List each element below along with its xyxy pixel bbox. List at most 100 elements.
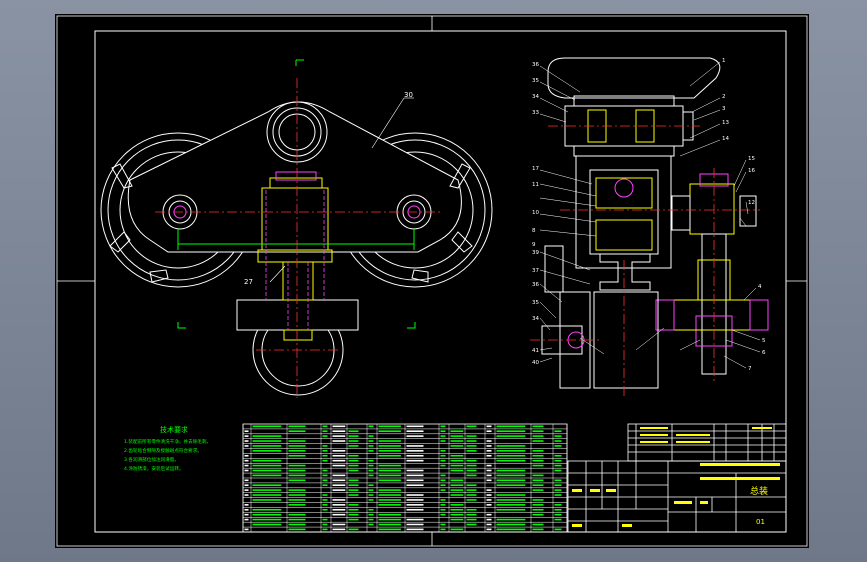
bom-cell-text [332, 435, 346, 437]
bom-cell-text [486, 454, 492, 457]
bom-cell-text [244, 479, 249, 482]
bom-cell-text [252, 494, 282, 496]
bom-cell-text [496, 450, 526, 452]
bom-cell-text [378, 450, 401, 452]
bom-cell-text [554, 489, 562, 491]
technical-notes: 技术要求 1.装配前所有零件清洗干净，并去除毛刺。 2.齿轮啮合侧隙及接触斑点符… [124, 425, 211, 472]
bom-cell-text [252, 435, 282, 437]
bom-cell-text [322, 504, 328, 506]
bom-cell-text [496, 425, 526, 428]
note-line: 4.涂防锈漆，安装后试运转。 [124, 465, 184, 472]
bom-cell-text [554, 454, 562, 457]
svg-text:2: 2 [722, 94, 726, 100]
bom-cell-text [554, 435, 562, 437]
bom-cell-text [466, 425, 477, 428]
bom-cell-text [288, 513, 306, 516]
bom-cell-text [406, 479, 424, 482]
svg-text:11: 11 [532, 182, 539, 188]
bom-cell-text [440, 464, 446, 467]
bom-cell-text [406, 430, 424, 433]
bom-cell-text [332, 459, 346, 462]
svg-text:34: 34 [532, 94, 539, 100]
bom-cell-text [532, 508, 544, 511]
bom-cell-text [450, 479, 464, 482]
bom-cell-text [252, 474, 282, 477]
bom-cell-text [406, 494, 424, 496]
bom-cell-text [368, 459, 374, 462]
bom-cell-text [378, 479, 401, 482]
bom-cell-text [450, 464, 464, 467]
bom-cell-text [450, 484, 464, 487]
bom-cell-text [532, 499, 544, 501]
bom-cell-text [288, 440, 306, 442]
bom-cell-text [368, 499, 374, 501]
bom-cell-text [450, 508, 464, 511]
svg-text:36: 36 [532, 62, 539, 68]
note-line: 2.齿轮啮合侧隙及接触斑点符合要求。 [124, 447, 202, 454]
bom-cell-text [288, 523, 306, 526]
bom-cell-text [368, 464, 374, 467]
svg-text:1: 1 [722, 58, 726, 64]
bom-cell-text [496, 508, 526, 511]
centering-marks [57, 16, 807, 546]
bom-cell-text [554, 518, 562, 521]
bom-cell-text [450, 489, 464, 491]
bom-cell-text [440, 513, 446, 516]
svg-text:35: 35 [532, 78, 539, 84]
bom-cell-text [252, 508, 282, 511]
support-column [544, 245, 564, 293]
bom-cell-text [322, 435, 328, 437]
bom-cell-text [486, 499, 492, 501]
svg-text:9: 9 [532, 242, 536, 248]
bom-cell-text [406, 450, 424, 452]
svg-text:15: 15 [748, 156, 755, 162]
bom-cell-text [406, 459, 424, 462]
bom-cell-text [322, 523, 328, 526]
parts-list-table [242, 423, 568, 533]
bom-cell-text [348, 459, 359, 462]
bom-cell-text [466, 508, 477, 511]
bom-cell-text [368, 474, 374, 477]
bom-cell-text [532, 489, 544, 491]
bom-cell-text [486, 479, 492, 482]
bom-cell-text [288, 489, 306, 491]
bom-cell-text [244, 528, 249, 531]
svg-text:41: 41 [532, 348, 539, 354]
bom-cell-text [466, 469, 477, 472]
bom-cell-text [322, 430, 328, 433]
bom-cell-text [378, 464, 401, 467]
bom-cell-text [368, 513, 374, 516]
bom-cell-text [378, 454, 401, 457]
bom-cell-text [450, 518, 464, 521]
bom-cell-text [466, 445, 477, 447]
bom-cell-text [440, 450, 446, 452]
note-line: 3.各润滑部位加注润滑脂。 [124, 456, 179, 463]
bom-cell-text [332, 484, 346, 487]
bom-cell-text [466, 523, 477, 526]
bom-cell-text [466, 450, 477, 452]
bom-cell-text [332, 504, 346, 506]
bom-cell-text [378, 504, 401, 506]
bom-cell-text [322, 508, 328, 511]
bom-cell-text [378, 489, 401, 491]
bom-cell-text [378, 469, 401, 472]
bom-cell-text [348, 469, 359, 472]
bom-cell-text [406, 508, 424, 511]
bom-cell-text [244, 445, 249, 447]
bom-cell-text [332, 499, 346, 501]
bom-cell-text [532, 528, 544, 531]
bom-cell-text [368, 440, 374, 442]
bom-cell-text [450, 454, 464, 457]
bom-cell-text [368, 450, 374, 452]
bom-cell-text [368, 484, 374, 487]
bom-cell-text [496, 459, 526, 462]
bom-cell-text [252, 518, 282, 521]
bom-cell-text [486, 445, 492, 447]
bom-cell-text [252, 484, 282, 487]
bom-cell-text [368, 489, 374, 491]
bom-cell-text [450, 435, 464, 437]
bom-cell-text [496, 435, 526, 437]
svg-text:33: 33 [532, 110, 539, 116]
bom-cell-text [440, 474, 446, 477]
svg-text:37: 37 [532, 268, 539, 274]
